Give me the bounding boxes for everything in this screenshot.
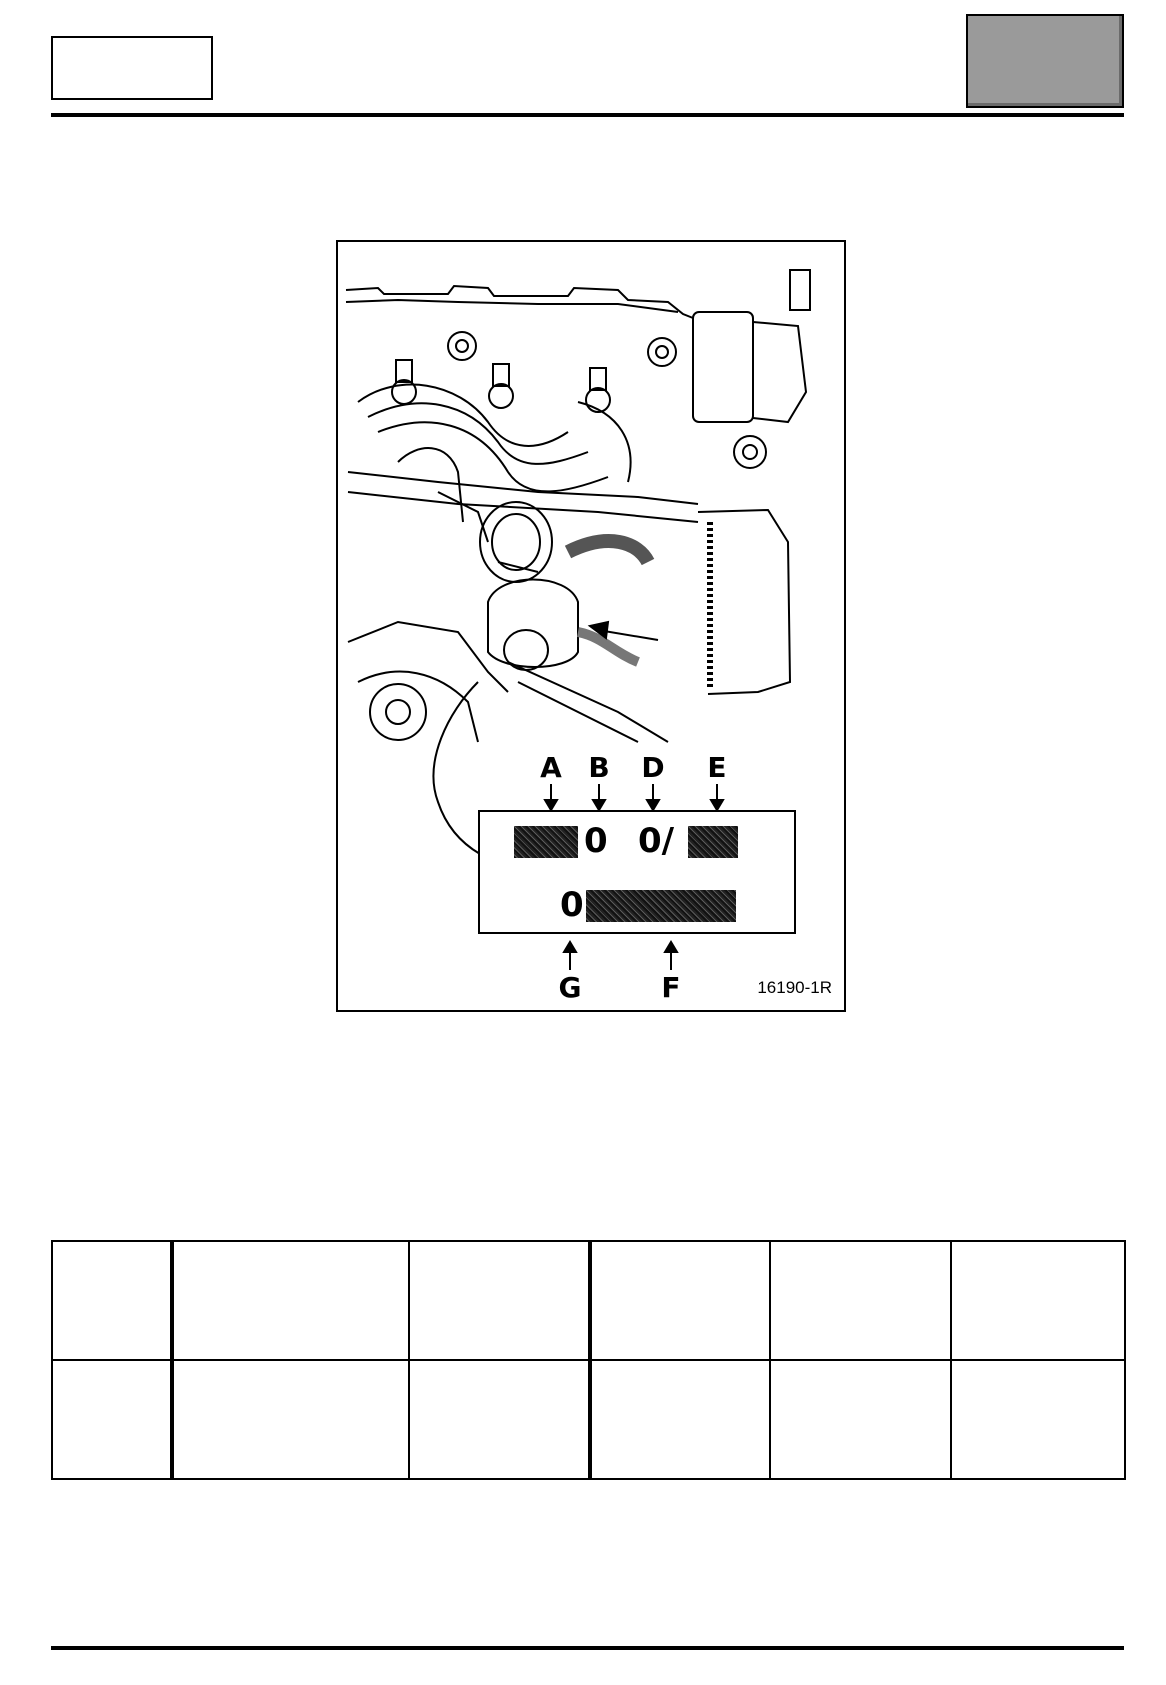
table-cell xyxy=(950,1359,1126,1480)
table-cell xyxy=(171,1359,410,1480)
engine-figure: A B D E 0 0/ 0 G F 16190-1R xyxy=(336,240,846,1012)
callout-b: B xyxy=(588,751,610,784)
table-row xyxy=(51,1359,1126,1480)
table-cell xyxy=(408,1359,592,1480)
table-cell xyxy=(769,1359,952,1480)
plate-digit-d: 0/ xyxy=(638,821,675,861)
table-row xyxy=(51,1240,1126,1361)
redacted-field-e xyxy=(688,826,738,858)
callout-a: A xyxy=(540,751,562,784)
table-cell xyxy=(589,1240,771,1361)
table-cell xyxy=(51,1240,174,1361)
table-cell xyxy=(408,1240,592,1361)
engine-illustration xyxy=(345,269,811,855)
footer-rule xyxy=(51,1646,1124,1650)
redacted-field-a xyxy=(514,826,578,858)
table-cell xyxy=(950,1240,1126,1361)
callout-e: E xyxy=(707,751,727,784)
redacted-field-f xyxy=(586,890,736,922)
table-cell xyxy=(171,1240,410,1361)
chapter-tab-box xyxy=(51,36,213,100)
data-table xyxy=(51,1240,1126,1480)
plate-digit-b: 0 xyxy=(584,821,608,861)
header-rule xyxy=(51,113,1124,117)
callout-d: D xyxy=(641,751,665,784)
callout-f: F xyxy=(661,971,681,1004)
engine-identification-plate: 0 0/ 0 xyxy=(478,810,796,934)
figure-reference-code: 16190-1R xyxy=(757,978,832,997)
table-cell xyxy=(589,1359,771,1480)
section-code-box xyxy=(966,14,1124,108)
table-cell xyxy=(51,1359,174,1480)
callout-g: G xyxy=(558,971,582,1004)
plate-digit-g: 0 xyxy=(560,885,584,925)
table-cell xyxy=(769,1240,952,1361)
